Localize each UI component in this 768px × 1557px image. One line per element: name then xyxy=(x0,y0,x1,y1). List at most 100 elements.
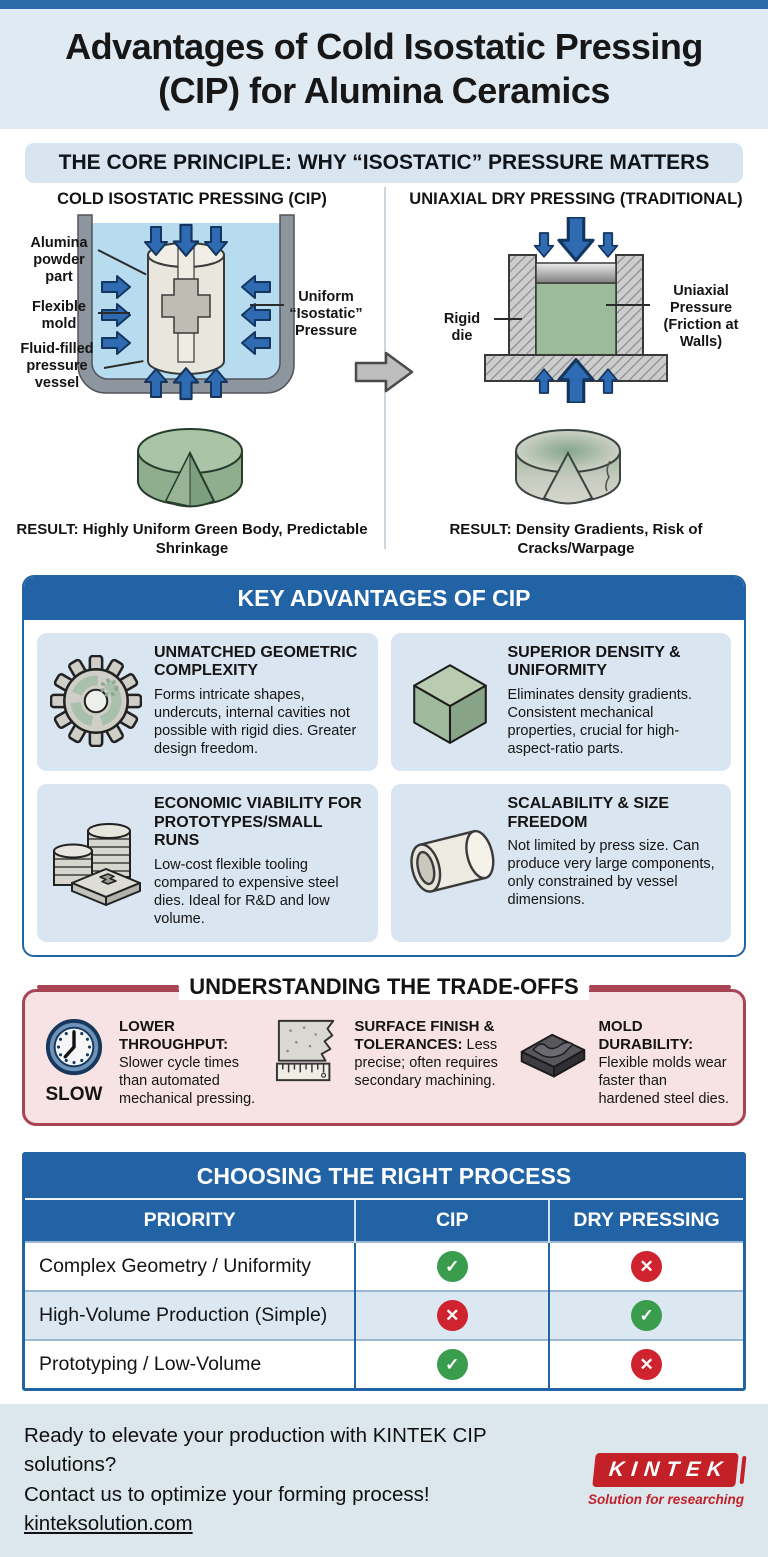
label-line xyxy=(606,303,650,306)
advantage-text: SCALABILITY & SIZE FREEDOM Not limited b… xyxy=(508,795,721,928)
powder-part-cross-section xyxy=(161,278,211,334)
dry-result-gradient-body xyxy=(515,428,621,505)
tradeoff-title: SURFACE FINISH & TOLERANCES: xyxy=(354,1017,495,1054)
tube-icon xyxy=(402,795,498,928)
column-header-priority: PRIORITY xyxy=(25,1200,356,1243)
kintek-logo: KINTEK Solution for researching xyxy=(587,1452,744,1507)
tradeoffs-line-left xyxy=(37,984,180,989)
process-comparison-table: PRIORITY CIP DRY PRESSING Complex Geomet… xyxy=(25,1200,743,1389)
cip-result-caption: RESULT: Highly Uniform Green Body, Predi… xyxy=(16,520,368,557)
advantage-text: SUPERIOR DENSITY & UNIFORMITY Eliminates… xyxy=(508,644,721,759)
advantages-grid: UNMATCHED GEOMETRIC COMPLEXITY Forms int… xyxy=(24,620,744,955)
advantage-text: ECONOMIC VIABILITY FOR PROTOTYPES/SMALL … xyxy=(154,795,367,928)
column-header-cip: CIP xyxy=(354,1200,550,1243)
tradeoffs-heading-row: UNDERSTANDING THE TRADE-OFFS xyxy=(37,973,731,1000)
tradeoff-item-throughput: SLOW LOWER THROUGHPUT: Slower cycle time… xyxy=(37,1018,264,1110)
tradeoff-text: MOLD DURABILITY: Flexible molds wear fas… xyxy=(598,1018,731,1110)
table-row: Complex Geometry / Uniformity xyxy=(25,1241,743,1292)
clock-icon: SLOW xyxy=(37,1018,111,1110)
page-title: Advantages of Cold Isostatic Pressing (C… xyxy=(10,25,758,113)
top-punch xyxy=(535,262,617,284)
die-left-wall xyxy=(508,253,537,356)
tradeoffs-line-right xyxy=(588,984,731,989)
footer-line1: Ready to elevate your production with KI… xyxy=(24,1424,487,1477)
label-line xyxy=(494,317,522,320)
kinteksolution-link[interactable]: kinteksolution.com xyxy=(24,1511,193,1535)
choosing-process-heading: CHOOSING THE RIGHT PROCESS xyxy=(25,1155,743,1201)
table-row: Prototyping / Low-Volume xyxy=(25,1339,743,1389)
label-line xyxy=(250,303,284,306)
advantage-card-scalability: SCALABILITY & SIZE FREEDOM Not limited b… xyxy=(390,784,731,942)
priority-cell: Prototyping / Low-Volume xyxy=(25,1339,356,1389)
check-icon xyxy=(436,1251,468,1283)
footer: Ready to elevate your production with KI… xyxy=(0,1404,768,1557)
table-header-row: PRIORITY CIP DRY PRESSING xyxy=(25,1200,743,1243)
crack-line xyxy=(605,460,611,492)
tradeoff-title: LOWER THROUGHPUT: xyxy=(119,1017,229,1054)
footer-line2: Contact us to optimize your forming proc… xyxy=(24,1482,430,1506)
gear-icon xyxy=(48,644,144,759)
advantage-title: SUPERIOR DENSITY & UNIFORMITY xyxy=(507,643,681,680)
cross-icon xyxy=(631,1349,663,1381)
tradeoffs-grid: SLOW LOWER THROUGHPUT: Slower cycle time… xyxy=(37,1018,731,1110)
cip-diagram-title: COLD ISOSTATIC PRESSING (CIP) xyxy=(57,189,327,208)
mold-block-icon xyxy=(516,1018,590,1110)
check-icon xyxy=(631,1300,663,1332)
tradeoff-body: Flexible molds wear faster than hardened… xyxy=(598,1055,730,1108)
tradeoff-item-mold-durability: MOLD DURABILITY: Flexible molds wear fas… xyxy=(516,1018,731,1110)
priority-cell: High-Volume Production (Simple) xyxy=(25,1290,356,1341)
dry-press-diagram xyxy=(484,216,668,403)
advantage-body: Not limited by press size. Can produce v… xyxy=(507,838,715,909)
tradeoff-title: MOLD DURABILITY: xyxy=(598,1017,694,1054)
cube-icon xyxy=(402,644,498,759)
core-principle-heading: THE CORE PRINCIPLE: WHY “ISOSTATIC” PRES… xyxy=(25,142,743,183)
top-accent-bar xyxy=(0,0,768,9)
advantage-card-density-uniformity: SUPERIOR DENSITY & UNIFORMITY Eliminates… xyxy=(390,632,731,772)
label-fluid-vessel: Fluid-filled pressure vessel xyxy=(20,340,94,392)
process-comparison-section: COLD ISOSTATIC PRESSING (CIP) UNIAXIAL D… xyxy=(0,183,768,561)
tradeoff-item-surface-finish: SURFACE FINISH & TOLERANCES: Less precis… xyxy=(272,1018,508,1110)
advantage-body: Low-cost flexible tooling compared to ex… xyxy=(154,856,339,927)
page-title-line2: (CIP) for Alumina Ceramics xyxy=(158,69,610,111)
advantage-card-geometric-complexity: UNMATCHED GEOMETRIC COMPLEXITY Forms int… xyxy=(37,632,378,772)
dry-result-caption: RESULT: Density Gradients, Risk of Crack… xyxy=(449,520,703,557)
slow-caption: SLOW xyxy=(45,1083,103,1105)
priority-cell: Complex Geometry / Uniformity xyxy=(25,1241,356,1292)
cross-icon xyxy=(436,1300,468,1332)
tradeoff-text: SURFACE FINISH & TOLERANCES: Less precis… xyxy=(354,1018,508,1110)
advantage-text: UNMATCHED GEOMETRIC COMPLEXITY Forms int… xyxy=(154,644,367,759)
cip-vessel-diagram xyxy=(77,214,295,400)
footer-cta-text: Ready to elevate your production with KI… xyxy=(24,1421,574,1537)
cip-result-green-body xyxy=(137,427,243,508)
key-advantages-section: KEY ADVANTAGES OF CIP xyxy=(22,574,746,957)
label-rigid-die: Rigid die xyxy=(443,310,481,344)
surface-ruler-icon xyxy=(272,1018,346,1110)
label-flexible-mold: Flexible mold xyxy=(32,298,86,332)
check-icon xyxy=(436,1349,468,1381)
advantage-title: SCALABILITY & SIZE FREEDOM xyxy=(507,795,670,831)
coins-mold-icon xyxy=(48,795,144,928)
kintek-tagline: Solution for researching xyxy=(587,1491,744,1507)
page-header: Advantages of Cold Isostatic Pressing (C… xyxy=(0,9,768,129)
tradeoff-text: LOWER THROUGHPUT: Slower cycle times tha… xyxy=(119,1018,264,1110)
advantage-card-economic-viability: ECONOMIC VIABILITY FOR PROTOTYPES/SMALL … xyxy=(37,784,378,942)
key-advantages-heading: KEY ADVANTAGES OF CIP xyxy=(24,576,744,620)
uniaxial-pressure-arrows xyxy=(533,216,619,403)
tradeoff-body: Less precise; often requires secondary m… xyxy=(354,1037,498,1090)
dry-diagram-title: UNIAXIAL DRY PRESSING (TRADITIONAL) xyxy=(409,189,743,208)
tradeoffs-heading: UNDERSTANDING THE TRADE-OFFS xyxy=(179,973,589,1000)
advantage-body: Forms intricate shapes, undercuts, inter… xyxy=(154,686,357,757)
advantage-title: ECONOMIC VIABILITY FOR PROTOTYPES/SMALL … xyxy=(154,795,362,850)
advantage-body: Eliminates density gradients. Consistent… xyxy=(507,686,693,757)
label-line xyxy=(98,311,130,314)
choosing-process-section: CHOOSING THE RIGHT PROCESS PRIORITY CIP … xyxy=(22,1152,746,1392)
label-uniform-pressure: Uniform “Isostatic” Pressure xyxy=(289,288,363,340)
advantage-title: UNMATCHED GEOMETRIC COMPLEXITY xyxy=(154,643,358,680)
label-uniaxial-pressure: Uniaxial Pressure (Friction at Walls) xyxy=(663,282,739,351)
transition-arrow-icon xyxy=(354,351,414,393)
cross-icon xyxy=(631,1251,663,1283)
label-alumina-powder-part: Alumina powder part xyxy=(30,234,88,286)
isostatic-pressure-arrows xyxy=(101,223,271,400)
powder-column xyxy=(535,282,617,356)
tradeoff-body: Slower cycle times than automated mechan… xyxy=(119,1055,256,1108)
